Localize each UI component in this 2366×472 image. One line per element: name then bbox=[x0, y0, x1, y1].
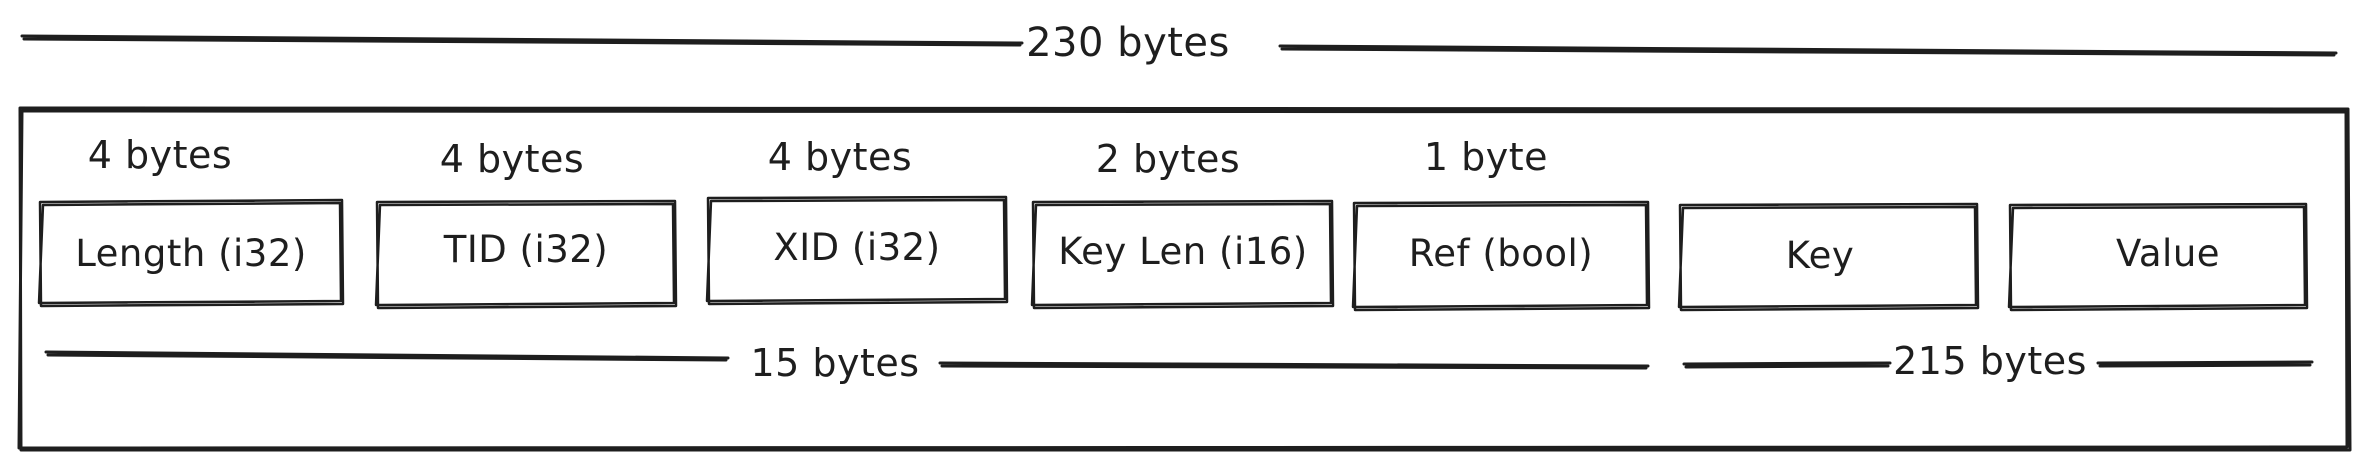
field-box-value bbox=[2007, 202, 2309, 312]
field-value: Value bbox=[2007, 202, 2309, 312]
field-size-ref: 1 byte bbox=[1424, 135, 1548, 179]
field-size-labels: 4 bytes 4 bytes 4 bytes 2 bytes 1 byte bbox=[88, 133, 1548, 181]
header-span: 15 bytes bbox=[44, 341, 1650, 385]
field-label-value: Value bbox=[2116, 232, 2220, 275]
header-span-label: 15 bytes bbox=[750, 341, 919, 385]
header-span-line-right bbox=[938, 361, 1650, 370]
field-label-xid: XID (i32) bbox=[773, 226, 940, 269]
total-size-label: 230 bytes bbox=[1026, 20, 1230, 66]
field-length: Length (i32) bbox=[37, 198, 345, 308]
field-tid: TID (i32) bbox=[374, 199, 678, 310]
payload-span-line-right bbox=[2096, 360, 2314, 368]
field-label-length: Length (i32) bbox=[75, 232, 307, 275]
total-size-span: 230 bytes bbox=[20, 20, 2338, 66]
payload-span-label: 215 bytes bbox=[1893, 339, 2087, 383]
field-size-length: 4 bytes bbox=[88, 133, 232, 177]
total-span-line-right bbox=[1278, 44, 2338, 57]
field-box-key bbox=[1677, 202, 1980, 312]
field-size-tid: 4 bytes bbox=[440, 137, 584, 181]
header-span-line-left bbox=[44, 350, 730, 362]
field-box-xid bbox=[705, 195, 1009, 306]
field-box-length bbox=[37, 198, 345, 308]
payload-span-line-left bbox=[1682, 361, 1892, 369]
field-label-tid: TID (i32) bbox=[443, 228, 609, 271]
field-size-xid: 4 bytes bbox=[768, 135, 912, 179]
field-label-key-len: Key Len (i16) bbox=[1058, 230, 1308, 273]
field-label-ref: Ref (bool) bbox=[1409, 232, 1594, 275]
field-box-key-len bbox=[1030, 199, 1335, 310]
total-span-line-left bbox=[20, 34, 1024, 47]
field-box-tid bbox=[374, 199, 678, 310]
field-key: Key bbox=[1677, 202, 1980, 312]
field-ref: Ref (bool) bbox=[1351, 200, 1651, 312]
field-xid: XID (i32) bbox=[705, 195, 1009, 306]
field-size-key-len: 2 bytes bbox=[1096, 137, 1240, 181]
record-frame bbox=[17, 106, 2352, 452]
field-box-ref bbox=[1351, 200, 1651, 312]
payload-span: 215 bytes bbox=[1682, 339, 2314, 383]
field-label-key: Key bbox=[1786, 234, 1855, 277]
field-boxes: Length (i32) TID (i32) XID (i32) Key Len… bbox=[37, 195, 2309, 312]
field-key-len: Key Len (i16) bbox=[1030, 199, 1335, 310]
